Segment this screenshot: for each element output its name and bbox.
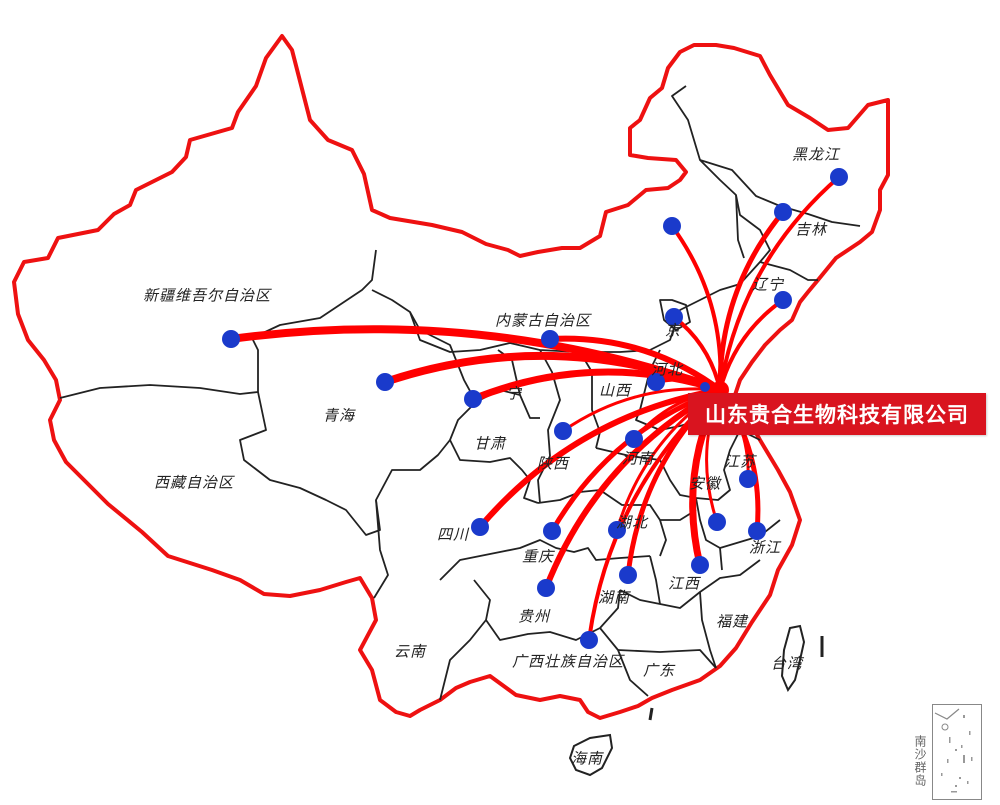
province-label: 山西	[598, 381, 632, 400]
destination-dot	[830, 168, 848, 186]
destination-dots	[222, 168, 848, 649]
province-label: 甘肃	[473, 434, 507, 453]
flow-line	[477, 387, 723, 530]
province-label: 吉林	[794, 220, 828, 239]
province-label: 湖南	[597, 588, 631, 607]
nansha-label: 南沙群岛	[913, 735, 927, 787]
province-label: 福建	[715, 612, 749, 631]
province-label: 广东	[642, 661, 676, 680]
destination-dot	[708, 513, 726, 531]
destination-dot	[222, 330, 240, 348]
province-label: 青海	[322, 406, 356, 425]
destination-dot	[541, 330, 559, 348]
province-label: 云南	[393, 642, 427, 661]
nansha-inset	[932, 704, 982, 800]
company-banner: 山东贵合生物科技有限公司	[688, 393, 986, 435]
province-label: 海南	[570, 749, 604, 768]
destination-dot	[647, 373, 665, 391]
province-label: 内蒙古自治区	[494, 311, 592, 330]
province-label: 四川	[436, 525, 470, 544]
destination-dot	[665, 308, 683, 326]
province-label: 河北	[650, 360, 684, 379]
province-label: 河南	[621, 449, 655, 468]
destination-dot	[580, 631, 598, 649]
destination-dot	[543, 522, 561, 540]
province-label: 新疆维吾尔自治区	[142, 286, 272, 305]
destination-dot	[748, 522, 766, 540]
province-label: 辽宁	[751, 275, 785, 294]
province-label: 宁	[505, 384, 523, 403]
national-border	[12, 34, 890, 720]
province-label: 湖北	[615, 513, 649, 532]
province-label: 重庆	[521, 547, 555, 566]
company-name: 山东贵合生物科技有限公司	[705, 403, 969, 427]
province-label: 西藏自治区	[153, 473, 235, 492]
flow-line	[718, 175, 841, 392]
province-label: 江西	[667, 574, 701, 593]
destination-dot	[537, 579, 555, 597]
taiwan-island	[780, 624, 806, 693]
destination-dot	[376, 373, 394, 391]
destination-dot	[739, 470, 757, 488]
destination-dot	[608, 521, 626, 539]
destination-dot	[625, 430, 643, 448]
province-label: 陕西	[536, 454, 570, 473]
province-label: 台湾	[770, 654, 804, 673]
destination-dot	[700, 382, 710, 392]
nansha-islands-icon	[934, 708, 973, 793]
destination-dot	[774, 203, 792, 221]
destination-dot	[774, 291, 792, 309]
destination-dot	[464, 390, 482, 408]
province-label: 京	[664, 321, 682, 340]
hainan-island	[568, 733, 614, 777]
province-label: 安徽	[688, 474, 722, 493]
flow-line	[718, 298, 785, 392]
flow-line	[561, 387, 722, 433]
province-label: 江苏	[723, 452, 757, 471]
destination-dot	[471, 518, 489, 536]
province-label: 黑龙江	[791, 145, 841, 164]
flow-line	[717, 209, 786, 393]
destination-dot	[691, 556, 709, 574]
province-label: 广西壮族自治区	[511, 652, 625, 671]
island-mark	[648, 707, 654, 721]
province-label: 贵州	[517, 607, 551, 626]
province-label: 浙江	[748, 538, 782, 557]
flow-line	[547, 335, 723, 393]
destination-dot	[554, 422, 572, 440]
destination-dot	[619, 566, 637, 584]
destination-dot	[663, 217, 681, 235]
